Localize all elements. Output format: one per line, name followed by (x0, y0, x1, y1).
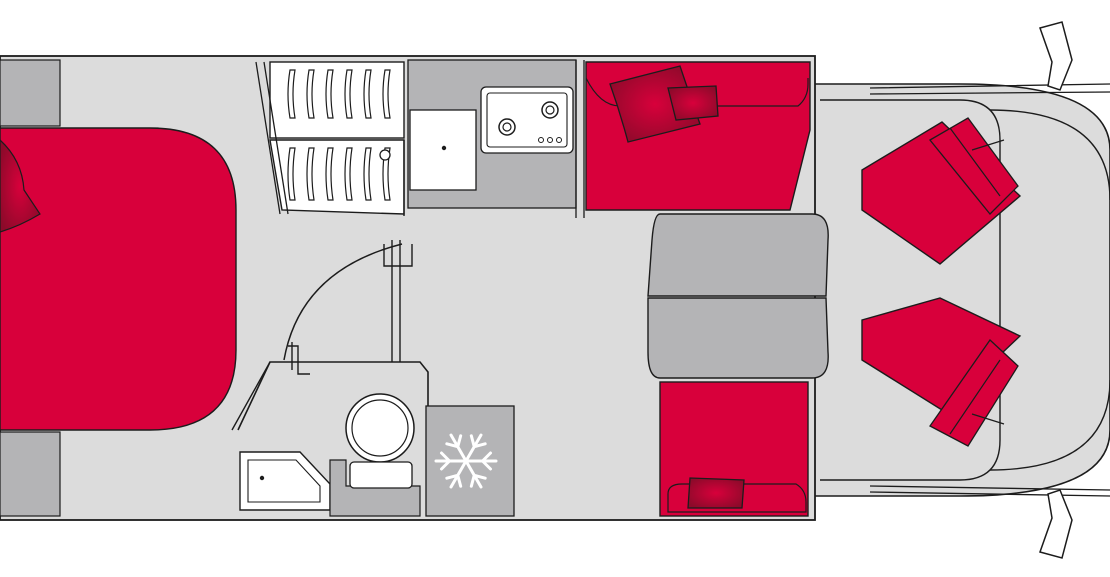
snowflake-arm (464, 451, 498, 471)
table-leaf-upper (647, 213, 829, 297)
toilet-seat (351, 399, 409, 457)
burner-left-inner (502, 122, 512, 132)
bed-pillow (0, 139, 41, 233)
snowflake-arm (464, 433, 487, 463)
seat-driver-arm (949, 127, 1005, 197)
cab-seat-driver (861, 117, 1022, 265)
dinette-bench-upper (585, 61, 811, 211)
door-handle (288, 342, 310, 375)
mirror-bottom (1039, 489, 1073, 559)
kitchen-end-panel (575, 60, 585, 218)
control-knob-2 (547, 137, 553, 143)
mirror-top (1039, 21, 1073, 91)
cab (813, 21, 1110, 559)
snowflake-arm (445, 459, 468, 489)
vent-slot (363, 69, 372, 119)
vent-slot (287, 147, 296, 201)
kitchen (407, 59, 585, 218)
washroom (237, 240, 429, 517)
dinette-bench-lower (659, 381, 809, 517)
cab-door-top (869, 83, 1110, 95)
vent-slot (306, 147, 315, 201)
snowflake-arm (434, 451, 468, 471)
shower-tray-inner (247, 459, 321, 503)
vent-slot (325, 69, 334, 119)
wardrobe-side-line (255, 61, 289, 215)
ventilation-slots (287, 69, 391, 201)
vent-slot (287, 69, 296, 119)
dining-table (647, 213, 829, 379)
vent-slot (306, 69, 315, 119)
rear-bed-area (0, 59, 237, 517)
cushion-upper-1 (609, 65, 701, 143)
rear-wardrobe-bottom (0, 431, 61, 517)
towel-rail (383, 240, 413, 362)
washroom-door-swing (283, 243, 403, 361)
table-leaf-lower (647, 297, 829, 379)
vent-slot (363, 147, 372, 201)
shower-drain (259, 475, 265, 481)
control-knob-1 (538, 137, 544, 143)
control-knob-3 (556, 137, 562, 143)
cushion-upper-2 (667, 85, 719, 121)
snowflake-arm (464, 459, 487, 489)
seat-driver-base (861, 121, 1022, 265)
island-bed (0, 127, 237, 431)
fridge (425, 405, 515, 517)
burner-right-inner (545, 105, 555, 115)
cab-dashboard-line (820, 99, 1001, 481)
seat-passenger-base (861, 297, 1022, 411)
vent-slot (382, 69, 391, 119)
hob-inner (486, 92, 568, 148)
cab-windscreen (989, 109, 1110, 471)
wardrobe-cabinet (255, 61, 405, 215)
snowflake-arm (445, 433, 468, 463)
toilet-cistern (349, 461, 413, 489)
wardrobe-knob (379, 149, 391, 161)
rear-wardrobe-top (0, 59, 61, 127)
cab-seat-passenger (861, 297, 1022, 447)
seat-passenger-arm (949, 359, 1005, 435)
vent-slot (344, 69, 353, 119)
sink-drain (441, 145, 447, 151)
snowflake-icon (434, 433, 498, 489)
sink-icon (409, 109, 477, 191)
partition-lines (231, 140, 405, 431)
vent-slot (325, 147, 334, 201)
cushion-lower (687, 477, 745, 509)
cab-door-bottom (869, 485, 1110, 497)
vent-slot (344, 147, 353, 201)
